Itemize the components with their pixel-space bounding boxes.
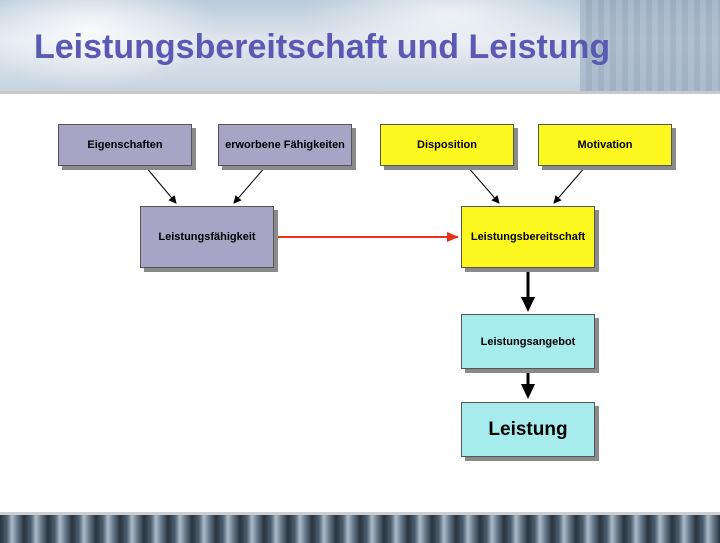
box-leistungsangebot: Leistungsangebot [461,314,595,369]
box-leistungsfaehigkeit: Leistungsfähigkeit [140,206,274,268]
footer-image-strip [0,512,720,543]
sky-cloud [300,0,600,70]
arrowhead-leistungsbereitschaft-to-leistungsangebot [521,297,535,312]
box-disposition: Disposition [380,124,514,166]
slide-title: Leistungsbereitschaft und Leistung [34,28,611,66]
arrow-faehigkeiten-to-leistungsfaehigkeit [233,165,267,204]
arrow-disposition-to-leistungsbereitschaft [466,165,500,204]
box-leistungsbereitschaft: Leistungsbereitschaft [461,206,595,268]
arrow-eigenschaften-to-leistungsfaehigkeit [144,165,177,204]
sky-cloud [0,0,220,90]
box-eigenschaften: Eigenschaften [58,124,192,166]
box-leistung: Leistung [461,402,595,457]
building-facade [580,0,720,92]
arrow-motivation-to-leistungsbereitschaft [553,165,587,204]
box-motivation: Motivation [538,124,672,166]
arrowhead-leistungsangebot-to-leistung [521,384,535,399]
header-divider [0,91,720,94]
slide-header [0,0,720,92]
box-erworbene-faehigkeiten: erworbene Fähigkeiten [218,124,352,166]
